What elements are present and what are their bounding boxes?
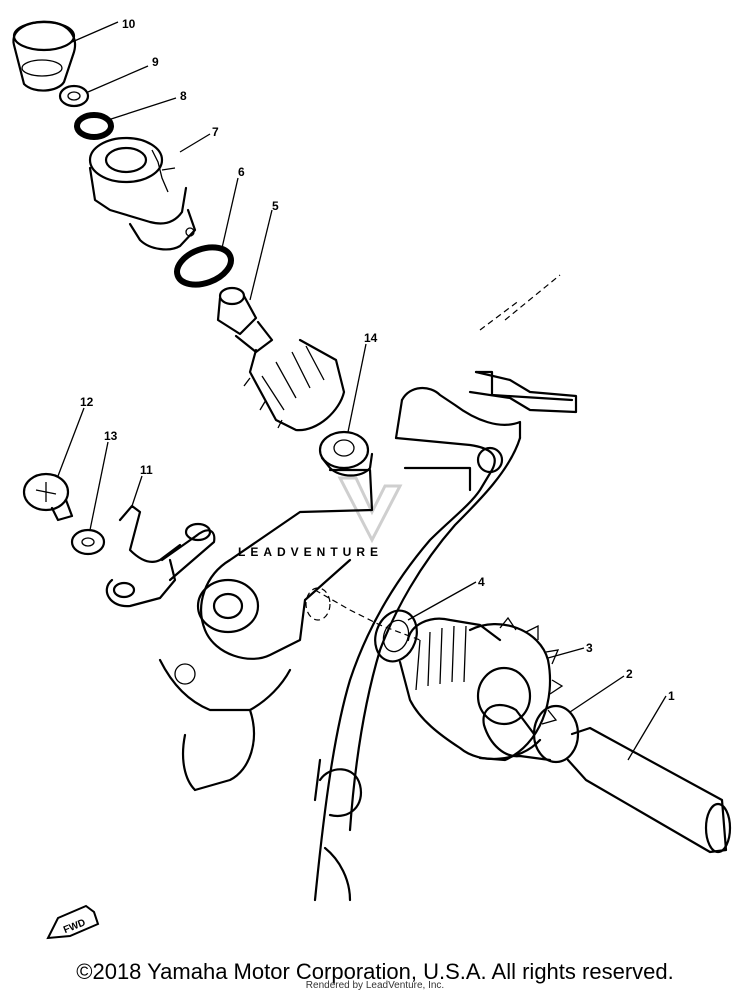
o-ring [74,112,114,140]
callout-9: 9 [152,55,159,69]
drive-shaft [216,286,346,432]
washer [58,84,90,108]
hidden-bore [305,587,331,621]
callout-13: 13 [104,429,118,443]
rendered-by-notice: Rendered by LeadVenture, Inc. [305,980,445,991]
shaft [566,726,732,854]
sleeve [88,136,197,251]
alignment-line [479,274,561,331]
callout-labels: 10 9 8 7 6 5 14 12 13 11 4 3 2 1 [80,17,675,703]
callout-6: 6 [238,165,245,179]
gear [398,616,564,762]
callout-4: 4 [478,575,485,589]
callout-10: 10 [122,17,136,31]
stopper-plate [105,504,216,608]
fwd-arrow-icon: FWD [46,904,100,940]
copyright-notice: ©2018 Yamaha Motor Corporation, U.S.A. A… [76,959,674,984]
callout-14: 14 [364,331,378,345]
crankcase-outline [158,370,578,902]
callout-7: 7 [212,125,219,139]
callout-5: 5 [272,199,279,213]
callout-11: 11 [140,463,153,477]
leader-lines [57,21,667,761]
callout-8: 8 [180,89,187,103]
callout-2: 2 [626,667,633,681]
watermark-text: LEADVENTURE [238,545,383,559]
watermark-logo: LEADVENTURE [238,476,403,559]
o-ring-large [174,244,234,288]
parts-diagram: LEADVENTURE [12,17,732,940]
callout-1: 1 [668,689,675,703]
callout-12: 12 [80,395,94,409]
washer-small [70,528,106,556]
bolt [22,472,74,522]
alignment-line [314,589,421,641]
callout-3: 3 [586,641,593,655]
collar [482,703,580,764]
cap [12,20,77,92]
bushing [318,430,374,477]
